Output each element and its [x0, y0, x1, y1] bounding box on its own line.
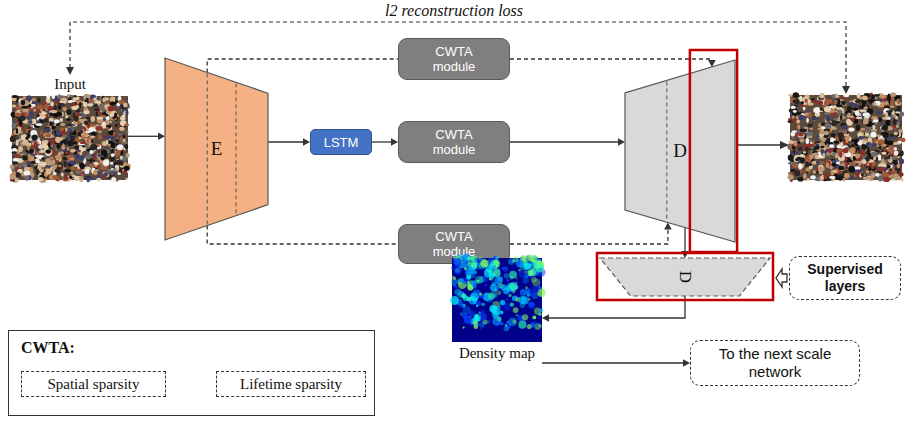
output-image	[787, 92, 905, 182]
connector-arrow	[542, 359, 690, 367]
node-text: Lifetime sparsity	[240, 376, 342, 393]
connector-line	[542, 362, 684, 363]
connector-arrow	[268, 138, 310, 146]
connector-arrow	[207, 59, 398, 73]
connector-line	[268, 141, 304, 142]
lstm-box: LSTM	[310, 129, 372, 155]
connector-arrow	[510, 138, 625, 146]
node-text: CWTA module	[418, 127, 490, 157]
arrow-head	[842, 86, 850, 94]
node-text: Input	[2, 76, 138, 93]
connector-line	[510, 59, 712, 61]
node-text: LSTM	[324, 135, 359, 150]
connector-arrow	[372, 138, 398, 146]
supervised-layers-box: Supervised layers	[789, 256, 901, 300]
connector-arrow	[510, 222, 672, 244]
node-text: CWTA module	[418, 229, 490, 259]
connector-arrow	[128, 132, 165, 140]
supervised-decoder: D	[600, 258, 770, 296]
label-row: l2 reconstruction loss	[0, 2, 908, 20]
input-image: Input	[12, 76, 128, 180]
connector-arrow	[776, 269, 787, 287]
caption-holder: Density map	[442, 345, 552, 362]
connector-arrow	[207, 226, 398, 245]
cwta-module: CWTA module	[398, 121, 510, 163]
density-map: Density map	[452, 258, 542, 368]
connector-line	[684, 227, 685, 252]
loss-label: l2 reconstruction loss	[380, 2, 528, 19]
crowd-image	[12, 96, 128, 180]
arrow-head	[683, 359, 690, 367]
connector-line	[207, 59, 398, 73]
node-text: Density map	[442, 345, 552, 362]
connector-line	[510, 141, 619, 142]
caption-holder: Input	[2, 76, 138, 93]
cwta-module: CWTA module	[398, 38, 510, 80]
arrow-head	[542, 314, 549, 322]
node-text: CWTA:	[21, 339, 75, 357]
lifetime-sparsity-box: Lifetime sparsity	[216, 371, 366, 397]
spatial-sparsity-box: Spatial sparsity	[21, 371, 166, 397]
connector-line	[128, 136, 159, 137]
density-image	[452, 258, 542, 342]
encoder-trapezoid: E	[165, 58, 268, 240]
node-text: D	[675, 271, 695, 283]
connector-line	[207, 226, 398, 245]
arrow-head	[303, 138, 310, 146]
arrow-head	[158, 132, 165, 140]
hollow-arrow	[776, 269, 787, 287]
next-scale-box: To the next scale network	[690, 340, 860, 386]
node-text: CWTA module	[418, 44, 490, 74]
output-arrow	[737, 144, 781, 145]
connector-arrow	[510, 59, 716, 67]
node-text: Supervised layers	[790, 261, 900, 295]
node-text: To the next scale network	[705, 345, 845, 381]
node-text: E	[211, 138, 223, 160]
decoder-trapezoid: D	[625, 60, 735, 242]
arrow-head	[391, 138, 398, 146]
node-text: D	[673, 140, 687, 162]
cwta-legend-box: CWTA: Spatial sparsity Lifetime sparsity	[8, 330, 375, 416]
arrow-head	[66, 67, 74, 75]
node-text: Spatial sparsity	[47, 376, 139, 393]
connector-line	[510, 229, 668, 245]
arrow-head	[618, 138, 625, 146]
connector-line	[372, 141, 392, 142]
